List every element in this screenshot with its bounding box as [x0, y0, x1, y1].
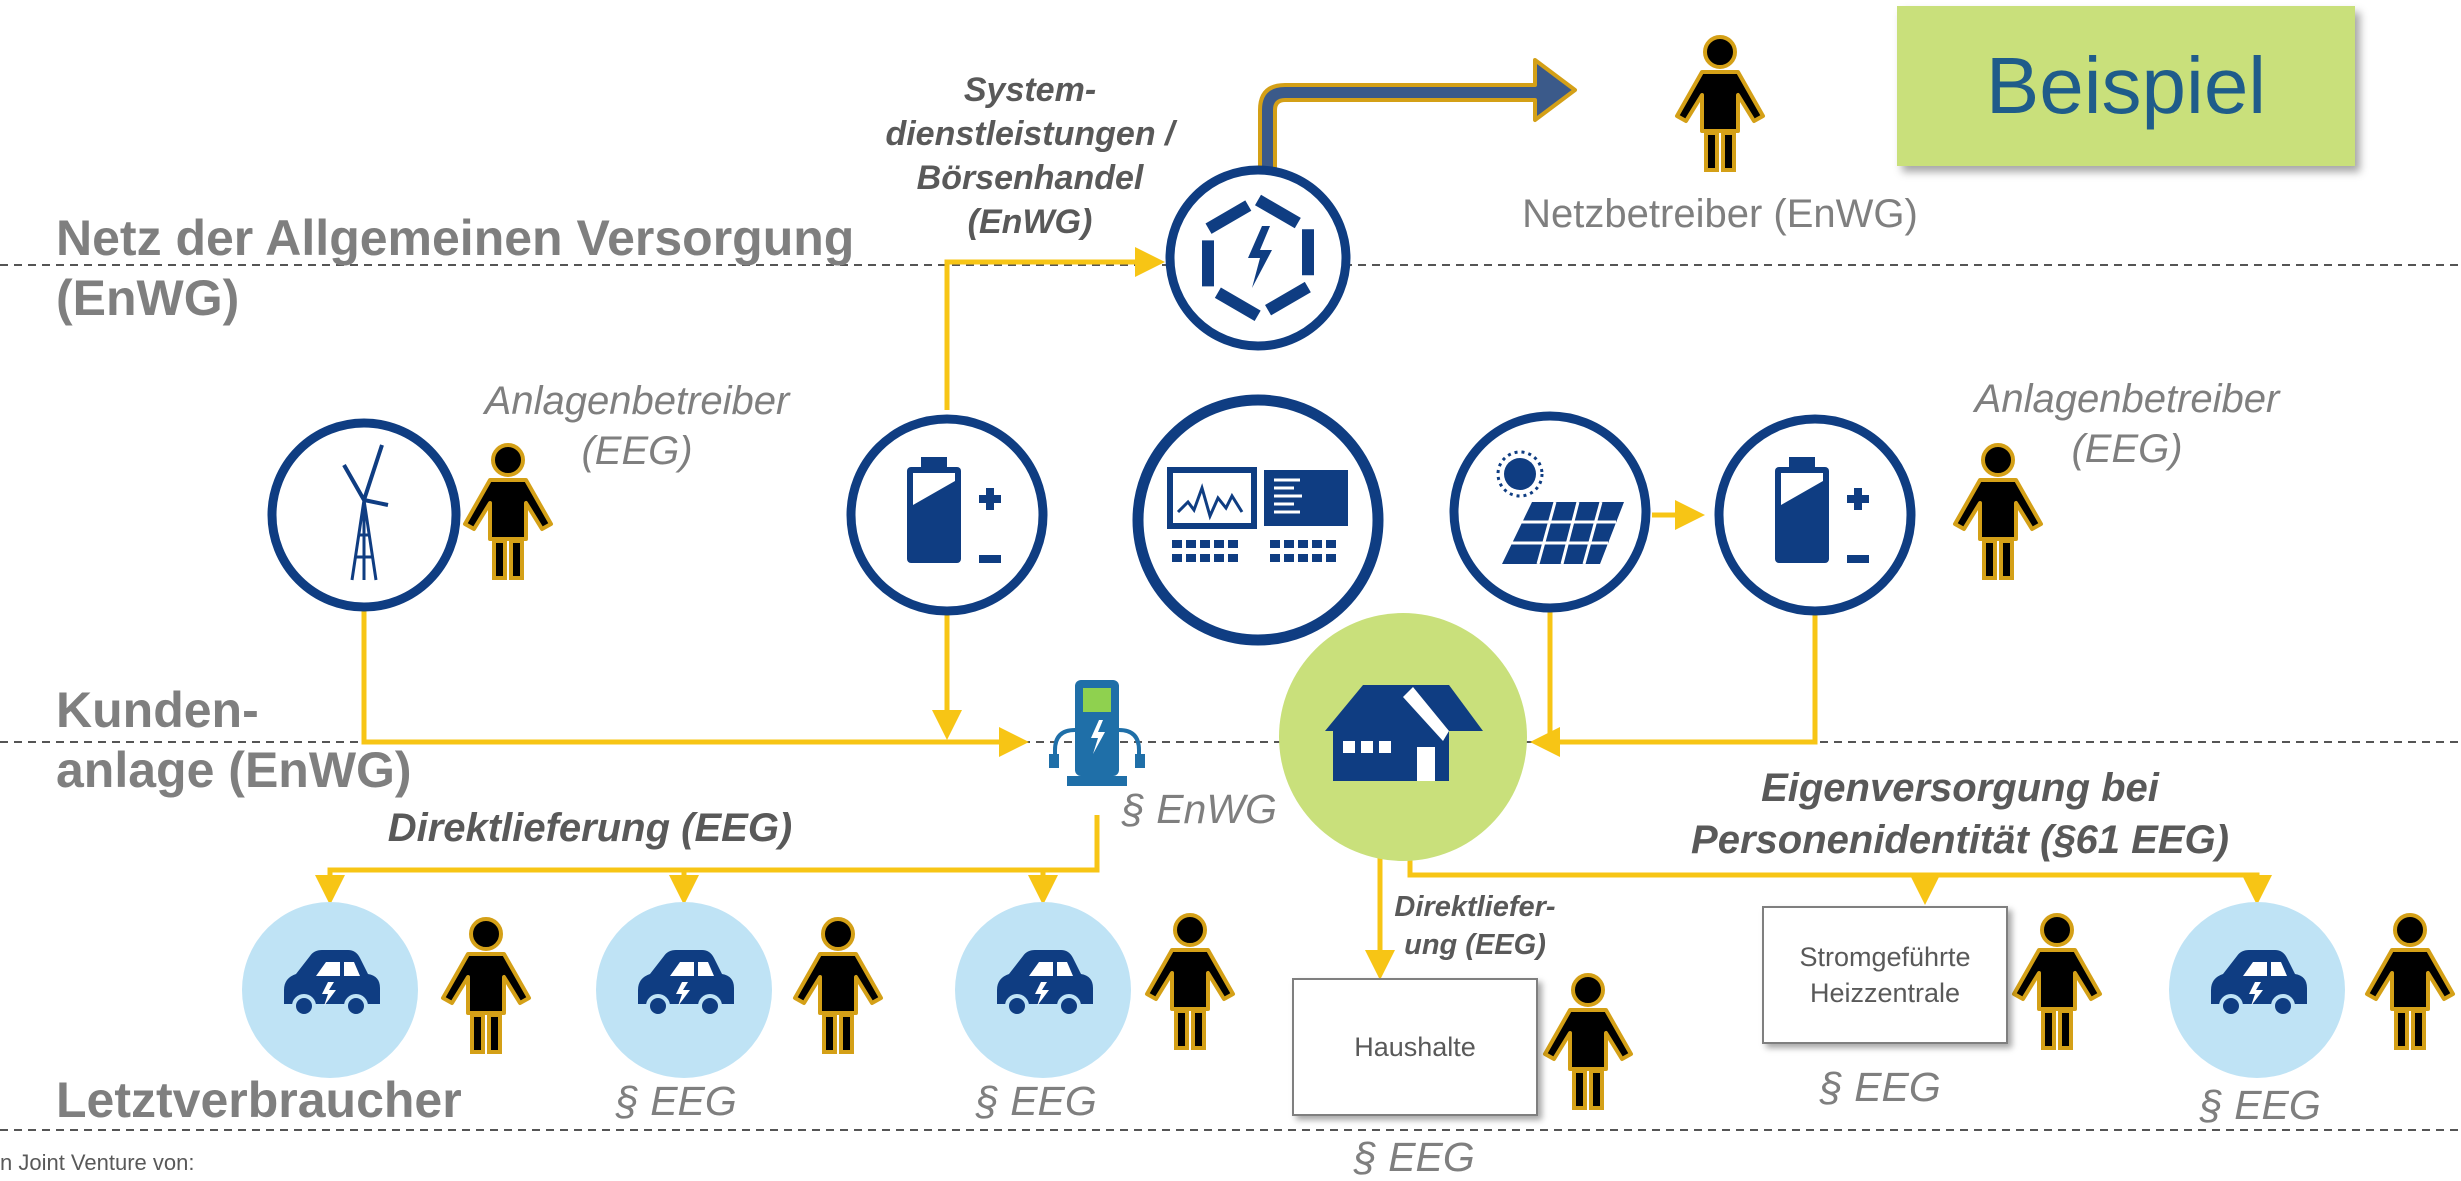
wind-turbine-icon [267, 418, 461, 612]
person-icon [2365, 913, 2455, 1050]
car-icon [2169, 902, 2345, 1078]
person-icon [1675, 35, 1765, 172]
person-icon [2012, 913, 2102, 1050]
paragraph-eeg-label: § EEG [1354, 1134, 1475, 1180]
car-icon [596, 902, 772, 1078]
direct-supply-label: Direktlieferung (EEG) [387, 806, 793, 850]
car-icon [955, 902, 1131, 1078]
paragraph-eeg-label: § EEG [616, 1078, 737, 1124]
operator-label-left: Anlagenbetreiber (EEG) [484, 379, 790, 473]
heating-center-box: Stromgeführte Heizzentrale [1762, 906, 2008, 1044]
person-icon [1543, 973, 1633, 1110]
person-icon [793, 917, 883, 1054]
paragraph-eeg-label: § EEG [976, 1078, 1097, 1124]
car-icon [242, 902, 418, 1078]
paragraph-eeg-label: § EEG [2200, 1082, 2321, 1128]
layer-label-consumer: Letztverbraucher [56, 1072, 462, 1128]
self-supply-label: Eigenversorgung bei Personenidentität (§… [1691, 766, 2229, 862]
solar-panel-icon [1449, 411, 1651, 613]
house-icon [1279, 613, 1527, 861]
layer-label-grid: Netz der Allgemeinen Versorgung (EnWG) [56, 210, 855, 326]
charging-station-icon [1049, 680, 1145, 786]
flow-connectors [315, 247, 2272, 980]
example-badge: Beispiel [1897, 6, 2355, 166]
battery-icon-right [1714, 414, 1916, 616]
grid-hexagon-icon [1165, 165, 1351, 351]
paragraph-enwg-label: § EnWG [1122, 786, 1277, 832]
households-box: Haushalte [1292, 978, 1538, 1116]
paragraph-eeg-label: § EEG [1820, 1064, 1941, 1110]
battery-icon-left [846, 414, 1048, 616]
person-icon [1145, 913, 1235, 1050]
operator-label-right: Anlagenbetreiber (EEG) [1974, 377, 2280, 471]
person-icon [441, 917, 531, 1054]
layer-label-customer: Kunden- anlage (EnWG) [56, 682, 412, 798]
system-services-label: System- dienstleistungen / Börsenhandel … [885, 71, 1175, 241]
grid-operator-label: Netzbetreiber (EnWG) [1522, 192, 1918, 236]
market-arrow [1258, 58, 1577, 182]
control-system-icon [1132, 394, 1384, 646]
footer-text: n Joint Venture von: [0, 1150, 195, 1175]
direct-supply-house-label: Direktliefer- ung (EEG) [1394, 891, 1556, 961]
